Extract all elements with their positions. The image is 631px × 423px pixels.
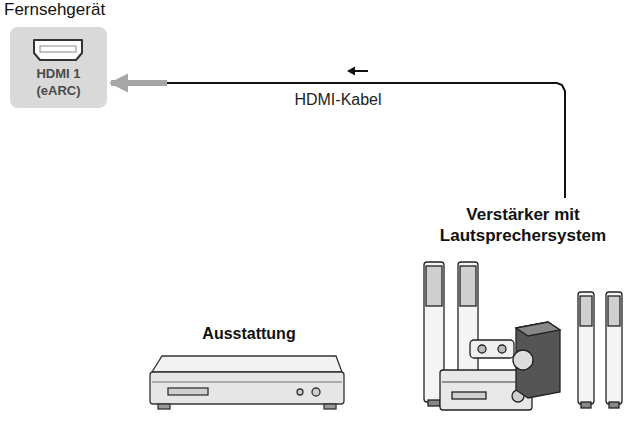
hdmi-cable xyxy=(111,83,565,198)
amplifier-node: Verstärker mit Lautsprechersystem xyxy=(418,198,628,420)
cable-plug-arrow xyxy=(111,80,167,86)
device-node: Ausstattung xyxy=(148,322,350,414)
device-illustration xyxy=(150,356,344,409)
device-heading: Fernsehgerät xyxy=(4,0,105,20)
device-label: Ausstattung xyxy=(148,322,350,344)
direction-arrow xyxy=(347,67,368,76)
hdmi-port-box: FernsehgerätHDMI 1 (eARC) xyxy=(10,27,107,108)
speaker-illustration xyxy=(424,262,622,410)
cable-label: HDMI-Kabel xyxy=(291,91,384,109)
amplifier-label: Verstärker mit Lautsprechersystem xyxy=(423,198,623,246)
port-label: HDMI 1 (eARC) xyxy=(20,65,97,99)
cable-line xyxy=(167,83,565,198)
